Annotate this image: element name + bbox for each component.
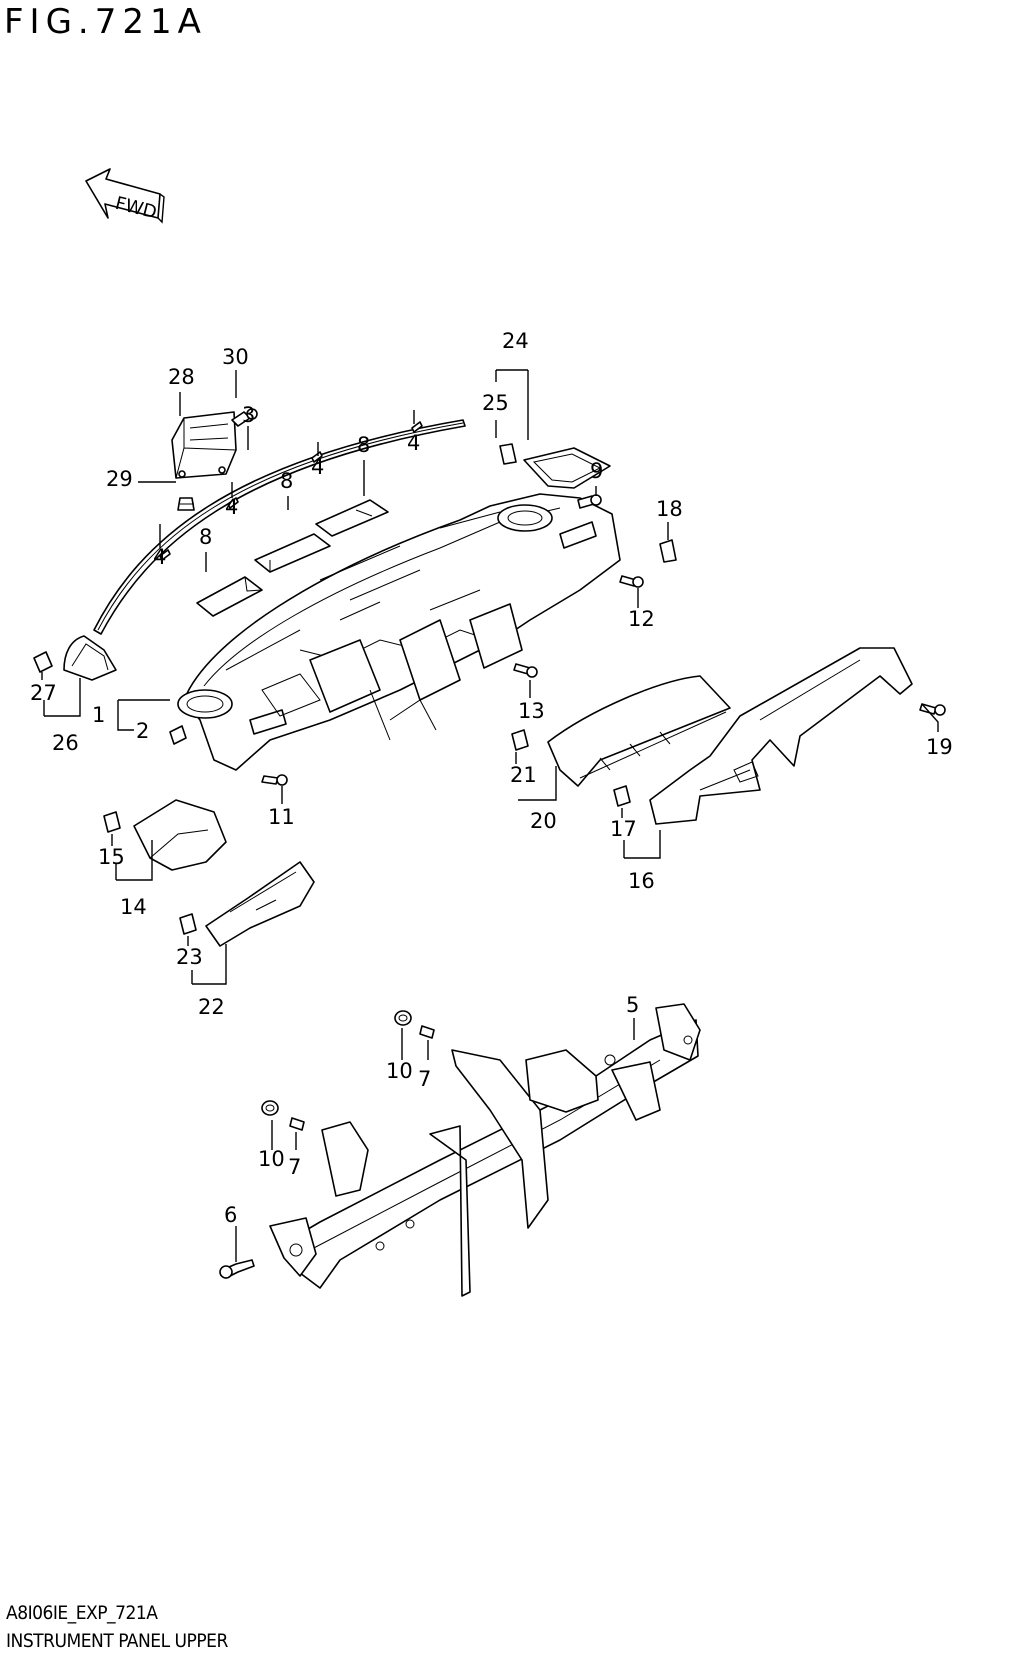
lower-bracket-22 bbox=[205, 861, 315, 947]
moulding-strip bbox=[93, 419, 466, 635]
screw-30 bbox=[231, 408, 258, 427]
callout-13: 13 bbox=[518, 699, 545, 723]
footer-name: INSTRUMENT PANEL UPPER bbox=[6, 1630, 228, 1652]
callout-14: 14 bbox=[120, 895, 147, 919]
bolt-6 bbox=[219, 1259, 255, 1279]
callout-17: 17 bbox=[610, 817, 637, 841]
callout-28: 28 bbox=[168, 365, 195, 389]
callout-5: 5 bbox=[626, 993, 639, 1017]
bolt-7b bbox=[289, 1117, 305, 1131]
speaker-vent-part bbox=[171, 411, 237, 479]
screw-12 bbox=[619, 575, 644, 588]
callout-4d: 4 bbox=[153, 545, 166, 569]
callout-10b: 10 bbox=[258, 1147, 285, 1171]
callout-27: 27 bbox=[30, 681, 57, 705]
callout-8a: 8 bbox=[357, 433, 370, 457]
clip-4-group bbox=[159, 421, 423, 561]
callout-10a: 10 bbox=[386, 1059, 413, 1083]
figure-title: FIG.721A bbox=[4, 2, 207, 42]
callout-8b: 8 bbox=[280, 469, 293, 493]
instrument-panel-body bbox=[177, 493, 621, 771]
glovebox-lid-20 bbox=[547, 675, 731, 787]
screw-13 bbox=[513, 663, 538, 678]
callout-12: 12 bbox=[628, 607, 655, 631]
fwd-arrow-icon: FWD bbox=[85, 168, 165, 224]
callout-7a: 7 bbox=[418, 1067, 431, 1091]
callout-6: 6 bbox=[224, 1203, 237, 1227]
footer-code: A8I06IE_EXP_721A bbox=[6, 1602, 158, 1624]
nut-2 bbox=[169, 725, 187, 745]
callout-8c: 8 bbox=[199, 525, 212, 549]
callout-1: 1 bbox=[92, 703, 105, 727]
callout-9: 9 bbox=[590, 459, 603, 483]
callout-labels: 30 28 3 24 25 4 8 4 29 8 9 4 18 8 4 12 2… bbox=[30, 329, 953, 1227]
clip-29 bbox=[177, 497, 195, 511]
screw-11 bbox=[261, 774, 288, 786]
callout-4a: 4 bbox=[407, 431, 420, 455]
screw-9 bbox=[577, 494, 602, 509]
clip-17 bbox=[613, 785, 631, 807]
clip-15 bbox=[103, 811, 121, 833]
lower-panel-16 bbox=[649, 647, 913, 825]
grommet-10a bbox=[394, 1010, 412, 1026]
callout-23: 23 bbox=[176, 945, 203, 969]
callout-7b: 7 bbox=[288, 1155, 301, 1179]
callout-18: 18 bbox=[656, 497, 683, 521]
callout-24: 24 bbox=[502, 329, 529, 353]
callout-20: 20 bbox=[530, 809, 557, 833]
pad-8-group bbox=[196, 499, 389, 617]
callout-21: 21 bbox=[510, 763, 537, 787]
callout-16: 16 bbox=[628, 869, 655, 893]
clip-23 bbox=[179, 913, 197, 935]
callout-19: 19 bbox=[926, 735, 953, 759]
knee-cover-14 bbox=[133, 799, 227, 871]
clip-25 bbox=[499, 443, 517, 465]
defroster-grille bbox=[523, 447, 611, 489]
side-cover-26 bbox=[63, 635, 117, 681]
callout-26: 26 bbox=[52, 731, 79, 755]
callout-4b: 4 bbox=[311, 455, 324, 479]
clip-21 bbox=[511, 729, 529, 751]
clip-18 bbox=[659, 539, 677, 563]
grommet-10b bbox=[261, 1100, 279, 1116]
callout-22: 22 bbox=[198, 995, 225, 1019]
leader-lines bbox=[41, 369, 939, 1262]
callout-3: 3 bbox=[242, 403, 255, 427]
screw-19 bbox=[919, 703, 946, 716]
clip-27 bbox=[33, 651, 53, 673]
callout-11: 11 bbox=[268, 805, 295, 829]
callout-30: 30 bbox=[222, 345, 249, 369]
steering-support-beam-5 bbox=[269, 1003, 701, 1297]
callout-2: 2 bbox=[136, 719, 149, 743]
bolt-7a bbox=[419, 1025, 435, 1039]
callout-15: 15 bbox=[98, 845, 125, 869]
callout-29: 29 bbox=[106, 467, 133, 491]
callout-4c: 4 bbox=[225, 495, 238, 519]
callout-25: 25 bbox=[482, 391, 509, 415]
